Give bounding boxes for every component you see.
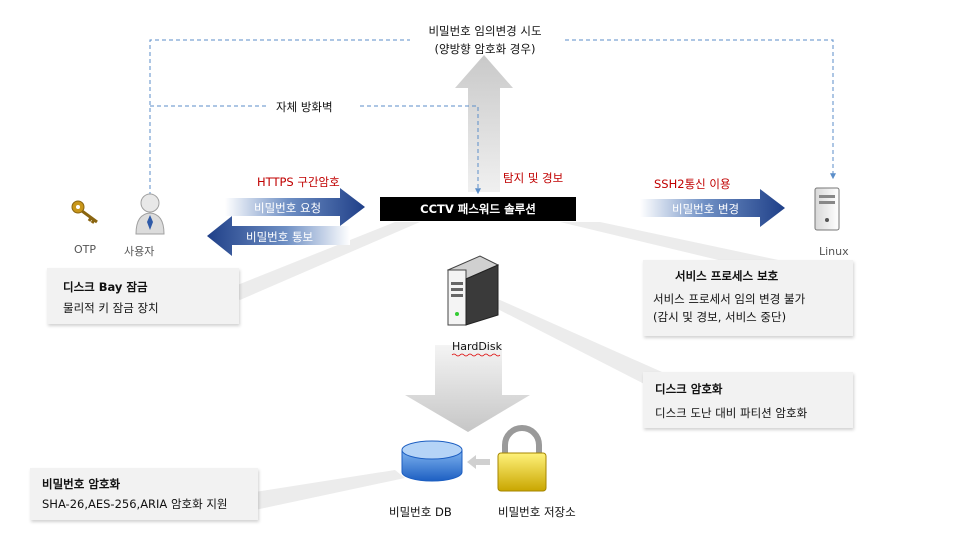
top-label-line2: (양방향 암호화 경우) — [434, 42, 536, 56]
padlock-icon — [497, 425, 547, 492]
panel-disk-bay-body: 물리적 키 잠금 장치 — [63, 301, 159, 315]
panel-disk-bay-title: 디스크 Bay 잠금 — [63, 280, 148, 294]
user-label: 사용자 — [124, 245, 155, 258]
database-icon — [401, 440, 463, 482]
ssh-label: SSH2통신 이용 — [654, 177, 731, 191]
panel-service-title: 서비스 프로세스 보호 — [675, 269, 779, 283]
panel-service-body: 서비스 프로세서 임의 변경 불가 (감시 및 경보, 서비스 중단) — [653, 290, 805, 326]
key-icon — [71, 200, 98, 224]
storage-down-arrow — [405, 345, 530, 432]
linux-server-icon — [814, 187, 840, 231]
request-arrow — [225, 188, 365, 226]
panel-service-body-line2: (감시 및 경보, 서비스 중단) — [653, 310, 787, 324]
detect-up-arrow — [455, 55, 513, 192]
panel-disk-bay: 디스크 Bay 잠금 물리적 키 잠금 장치 — [47, 268, 239, 324]
panel-password-encryption: 비밀번호 암호화 SHA-26,AES-256,ARIA 암호화 지원 — [30, 468, 258, 520]
detect-label: 탐지 및 경보 — [503, 171, 564, 185]
otp-label: OTP — [74, 243, 97, 256]
panel-service: 서비스 프로세스 보호 서비스 프로세서 임의 변경 불가 (감시 및 경보, … — [643, 260, 853, 336]
notify-label: 비밀번호 통보 — [246, 230, 314, 244]
request-label: 비밀번호 요청 — [254, 201, 322, 215]
panel-disk-enc-title: 디스크 암호화 — [655, 382, 723, 396]
panel-pw-enc-title: 비밀번호 암호화 — [42, 477, 121, 491]
notify-arrow — [207, 216, 350, 256]
store-label: 비밀번호 저장소 — [498, 505, 576, 519]
beam-disk-enc — [480, 300, 680, 392]
harddisk-label: HardDisk — [452, 340, 502, 353]
panel-service-body-line1: 서비스 프로세서 임의 변경 불가 — [653, 292, 806, 306]
change-arrow — [640, 189, 785, 227]
https-label: HTTPS 구간암호 — [257, 175, 340, 189]
panel-disk-enc-body: 디스크 도난 대비 파티션 암호화 — [655, 406, 808, 420]
change-label: 비밀번호 변경 — [672, 202, 740, 216]
firewall-label: 자체 방화벽 — [276, 100, 333, 114]
panel-disk-encryption: 디스크 암호화 디스크 도난 대비 파티션 암호화 — [643, 372, 853, 428]
top-label: 비밀번호 임의변경 시도 (양방향 암호화 경우) — [400, 22, 570, 58]
beam-pw-enc — [255, 470, 405, 510]
harddisk-server-icon — [446, 255, 500, 326]
cctv-password-solution-bar: CCTV 패스워드 솔루션 — [380, 197, 576, 221]
top-label-line1: 비밀번호 임의변경 시도 — [428, 24, 542, 38]
panel-pw-enc-body: SHA-26,AES-256,ARIA 암호화 지원 — [42, 497, 228, 511]
cctv-bar-label: CCTV 패스워드 솔루션 — [420, 202, 536, 216]
user-icon — [135, 193, 165, 235]
db-label: 비밀번호 DB — [389, 505, 452, 519]
beam-disk-bay — [225, 222, 420, 300]
linux-label: Linux — [819, 245, 849, 258]
store-arrow — [467, 455, 490, 469]
